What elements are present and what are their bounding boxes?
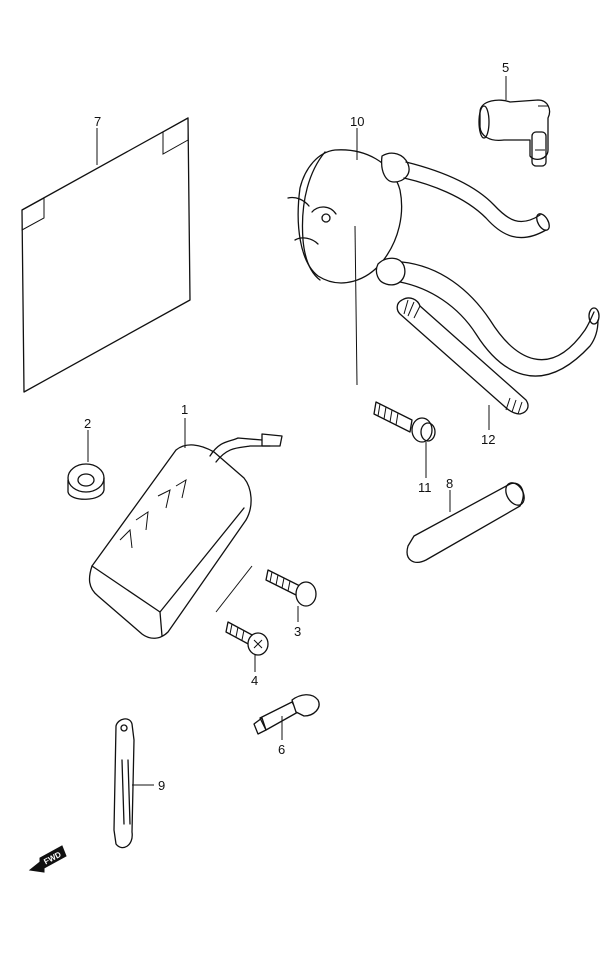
callout-10: 10 — [350, 114, 364, 129]
callout-7: 7 — [94, 114, 101, 129]
part-8-tube — [406, 482, 525, 563]
part-4-screw — [225, 621, 269, 672]
part-2-grommet — [67, 430, 105, 500]
part-6-connector — [253, 694, 320, 740]
part-12-stud — [396, 297, 529, 430]
part-7-label-sheet — [21, 117, 191, 393]
callout-3: 3 — [294, 624, 301, 639]
part-1-cdi-unit — [88, 418, 283, 639]
callout-1: 1 — [181, 402, 188, 417]
part-10-ignition-coil — [287, 128, 600, 386]
callout-5: 5 — [502, 60, 509, 75]
part-11-bolt — [373, 401, 436, 478]
part-3-screw — [215, 565, 317, 622]
callout-8: 8 — [446, 476, 453, 491]
fwd-arrow-icon: FWD — [28, 845, 67, 873]
callout-2: 2 — [84, 416, 91, 431]
callout-12: 12 — [481, 432, 495, 447]
callout-6: 6 — [278, 742, 285, 757]
part-9-band — [113, 718, 154, 849]
callout-4: 4 — [251, 673, 258, 688]
callout-9: 9 — [158, 778, 165, 793]
callout-11: 11 — [418, 480, 432, 495]
part-5-plug-cap — [478, 76, 551, 167]
